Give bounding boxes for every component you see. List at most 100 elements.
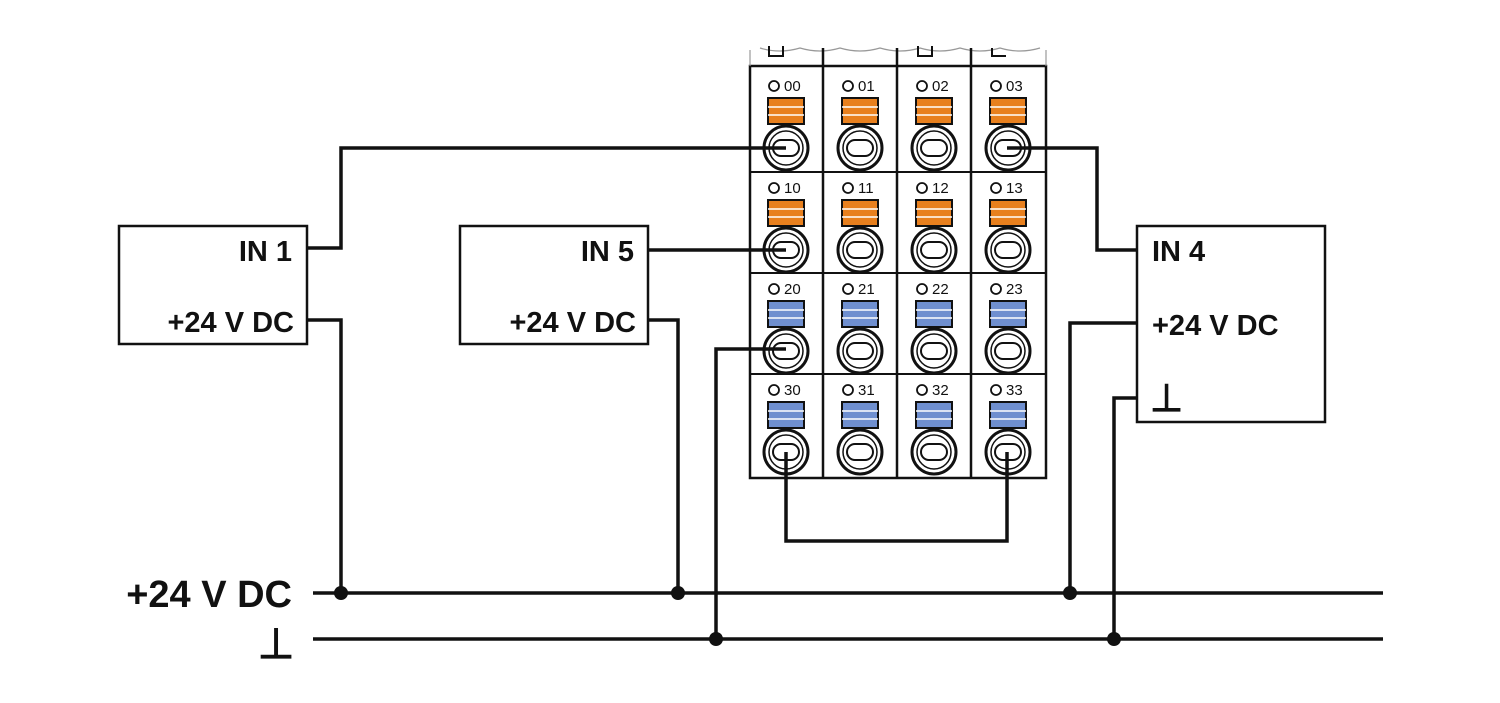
terminal-number: 32 xyxy=(932,382,949,399)
terminal-number: 30 xyxy=(784,382,801,399)
wire-terminal20-ground xyxy=(714,347,786,639)
release-latch xyxy=(767,199,805,227)
terminal-number: 11 xyxy=(858,180,874,197)
terminal-module: 00 01 02 03 10 11 12 13 20 21 22 23 30 31 32 33 xyxy=(748,46,1048,480)
terminal-13[interactable]: 13 xyxy=(984,180,1032,274)
junction-dot xyxy=(709,632,723,646)
supply-rail-label: +24 V DC xyxy=(126,574,292,616)
wire-in4-supply xyxy=(1068,321,1137,593)
terminal-number: 21 xyxy=(858,281,875,298)
device-in1: IN 1 +24 V DC xyxy=(117,224,309,346)
status-led-icon xyxy=(990,384,1002,396)
ground-symbol-icon: ⊥ xyxy=(1150,378,1183,420)
status-led-icon xyxy=(916,182,928,194)
status-led-icon xyxy=(768,80,780,92)
release-latch xyxy=(841,97,879,125)
module-top-marks xyxy=(768,46,1006,57)
status-led-icon xyxy=(990,182,1002,194)
status-led-icon xyxy=(842,384,854,396)
release-latch xyxy=(989,401,1027,429)
wire-in5-supply xyxy=(648,318,680,593)
status-led-icon xyxy=(990,283,1002,295)
terminal-11[interactable]: 11 xyxy=(836,180,884,274)
status-led-icon xyxy=(990,80,1002,92)
junction-dot xyxy=(334,586,348,600)
wire-entry-slot xyxy=(994,241,1022,259)
wire-entry-slot xyxy=(920,342,948,360)
wire-in1-signal xyxy=(307,146,786,250)
wires xyxy=(307,146,1383,646)
release-latch xyxy=(767,300,805,328)
wire-entry-slot xyxy=(772,342,800,360)
signal-label: IN 4 xyxy=(1152,236,1205,268)
release-latch xyxy=(915,300,953,328)
terminal-23[interactable]: 23 xyxy=(984,281,1032,375)
terminal-20[interactable]: 20 xyxy=(762,281,810,375)
status-led-icon xyxy=(916,384,928,396)
release-latch xyxy=(915,97,953,125)
wire-entry-slot xyxy=(846,443,874,461)
wire-entry-slot xyxy=(846,342,874,360)
wire-entry-slot xyxy=(846,241,874,259)
release-latch xyxy=(767,401,805,429)
terminal-31[interactable]: 31 xyxy=(836,382,884,476)
wire-in4-signal xyxy=(1007,146,1137,252)
terminal-02[interactable]: 02 xyxy=(910,78,958,172)
status-led-icon xyxy=(842,283,854,295)
release-latch xyxy=(767,97,805,125)
wire-entry-slot xyxy=(920,139,948,157)
release-latch xyxy=(841,300,879,328)
release-latch xyxy=(915,199,953,227)
device-in5: IN 5 +24 V DC xyxy=(458,224,650,346)
status-led-icon xyxy=(916,283,928,295)
terminal-number: 13 xyxy=(1006,180,1023,197)
junction-dot xyxy=(1107,632,1121,646)
wire-bridge-30-33 xyxy=(784,452,1009,543)
signal-label: IN 1 xyxy=(239,236,292,268)
device-box xyxy=(1135,224,1327,424)
wire-in4-ground xyxy=(1112,396,1137,639)
wire-entry-slot xyxy=(994,342,1022,360)
release-latch xyxy=(989,199,1027,227)
module-top-edge xyxy=(749,47,1047,66)
terminal-number: 01 xyxy=(858,78,875,95)
terminal-22[interactable]: 22 xyxy=(910,281,958,375)
status-led-icon xyxy=(916,80,928,92)
terminal-number: 20 xyxy=(784,281,801,298)
terminal-12[interactable]: 12 xyxy=(910,180,958,274)
terminal-number: 02 xyxy=(932,78,949,95)
terminal-number: 00 xyxy=(784,78,801,95)
release-latch xyxy=(841,401,879,429)
junction-dot xyxy=(1063,586,1077,600)
wire-entry-slot xyxy=(920,443,948,461)
device-in4: IN 4 +24 V DC ⊥ xyxy=(1135,224,1327,424)
ground-rail-symbol-icon: ⊥ xyxy=(258,620,295,667)
release-latch xyxy=(989,97,1027,125)
wire-entry-slot xyxy=(920,241,948,259)
terminal-01[interactable]: 01 xyxy=(836,78,884,172)
supply-label: +24 V DC xyxy=(1152,310,1279,342)
status-led-icon xyxy=(768,182,780,194)
terminal-number: 10 xyxy=(784,180,801,197)
wire-entry-slot xyxy=(846,139,874,157)
wire-in1-supply xyxy=(307,318,343,593)
supply-label: +24 V DC xyxy=(167,307,294,339)
release-latch xyxy=(841,199,879,227)
junction-dot xyxy=(671,586,685,600)
terminal-21[interactable]: 21 xyxy=(836,281,884,375)
release-latch xyxy=(915,401,953,429)
terminal-number: 12 xyxy=(932,180,949,197)
terminal-number: 23 xyxy=(1006,281,1023,298)
status-led-icon xyxy=(842,182,854,194)
terminal-number: 22 xyxy=(932,281,949,298)
supply-label: +24 V DC xyxy=(509,307,636,339)
terminal-32[interactable]: 32 xyxy=(910,382,958,476)
status-led-icon xyxy=(768,384,780,396)
terminal-grid: 00 01 02 03 10 11 12 13 20 21 22 23 30 31 32 33 xyxy=(762,78,1032,476)
terminal-number: 03 xyxy=(1006,78,1023,95)
terminal-number: 33 xyxy=(1006,382,1023,399)
terminal-number: 31 xyxy=(858,382,875,399)
signal-label: IN 5 xyxy=(581,236,634,268)
status-led-icon xyxy=(768,283,780,295)
